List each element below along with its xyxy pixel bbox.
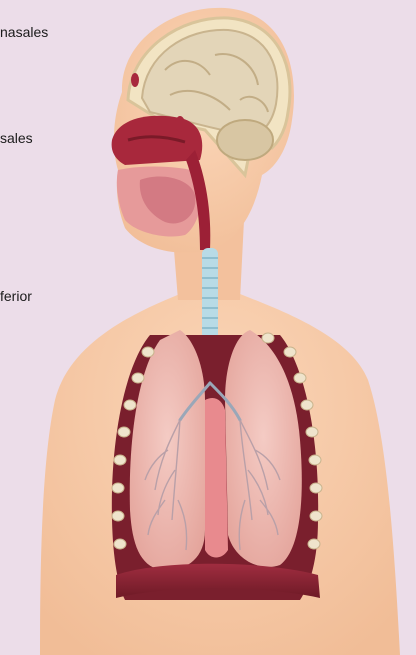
label-nasales: nasales	[0, 24, 48, 40]
label-sales: sales	[0, 130, 33, 146]
cerebellum	[217, 120, 273, 160]
frontal-sinus	[175, 116, 185, 132]
label-ferior: ferior	[0, 288, 32, 304]
heart	[205, 398, 228, 557]
